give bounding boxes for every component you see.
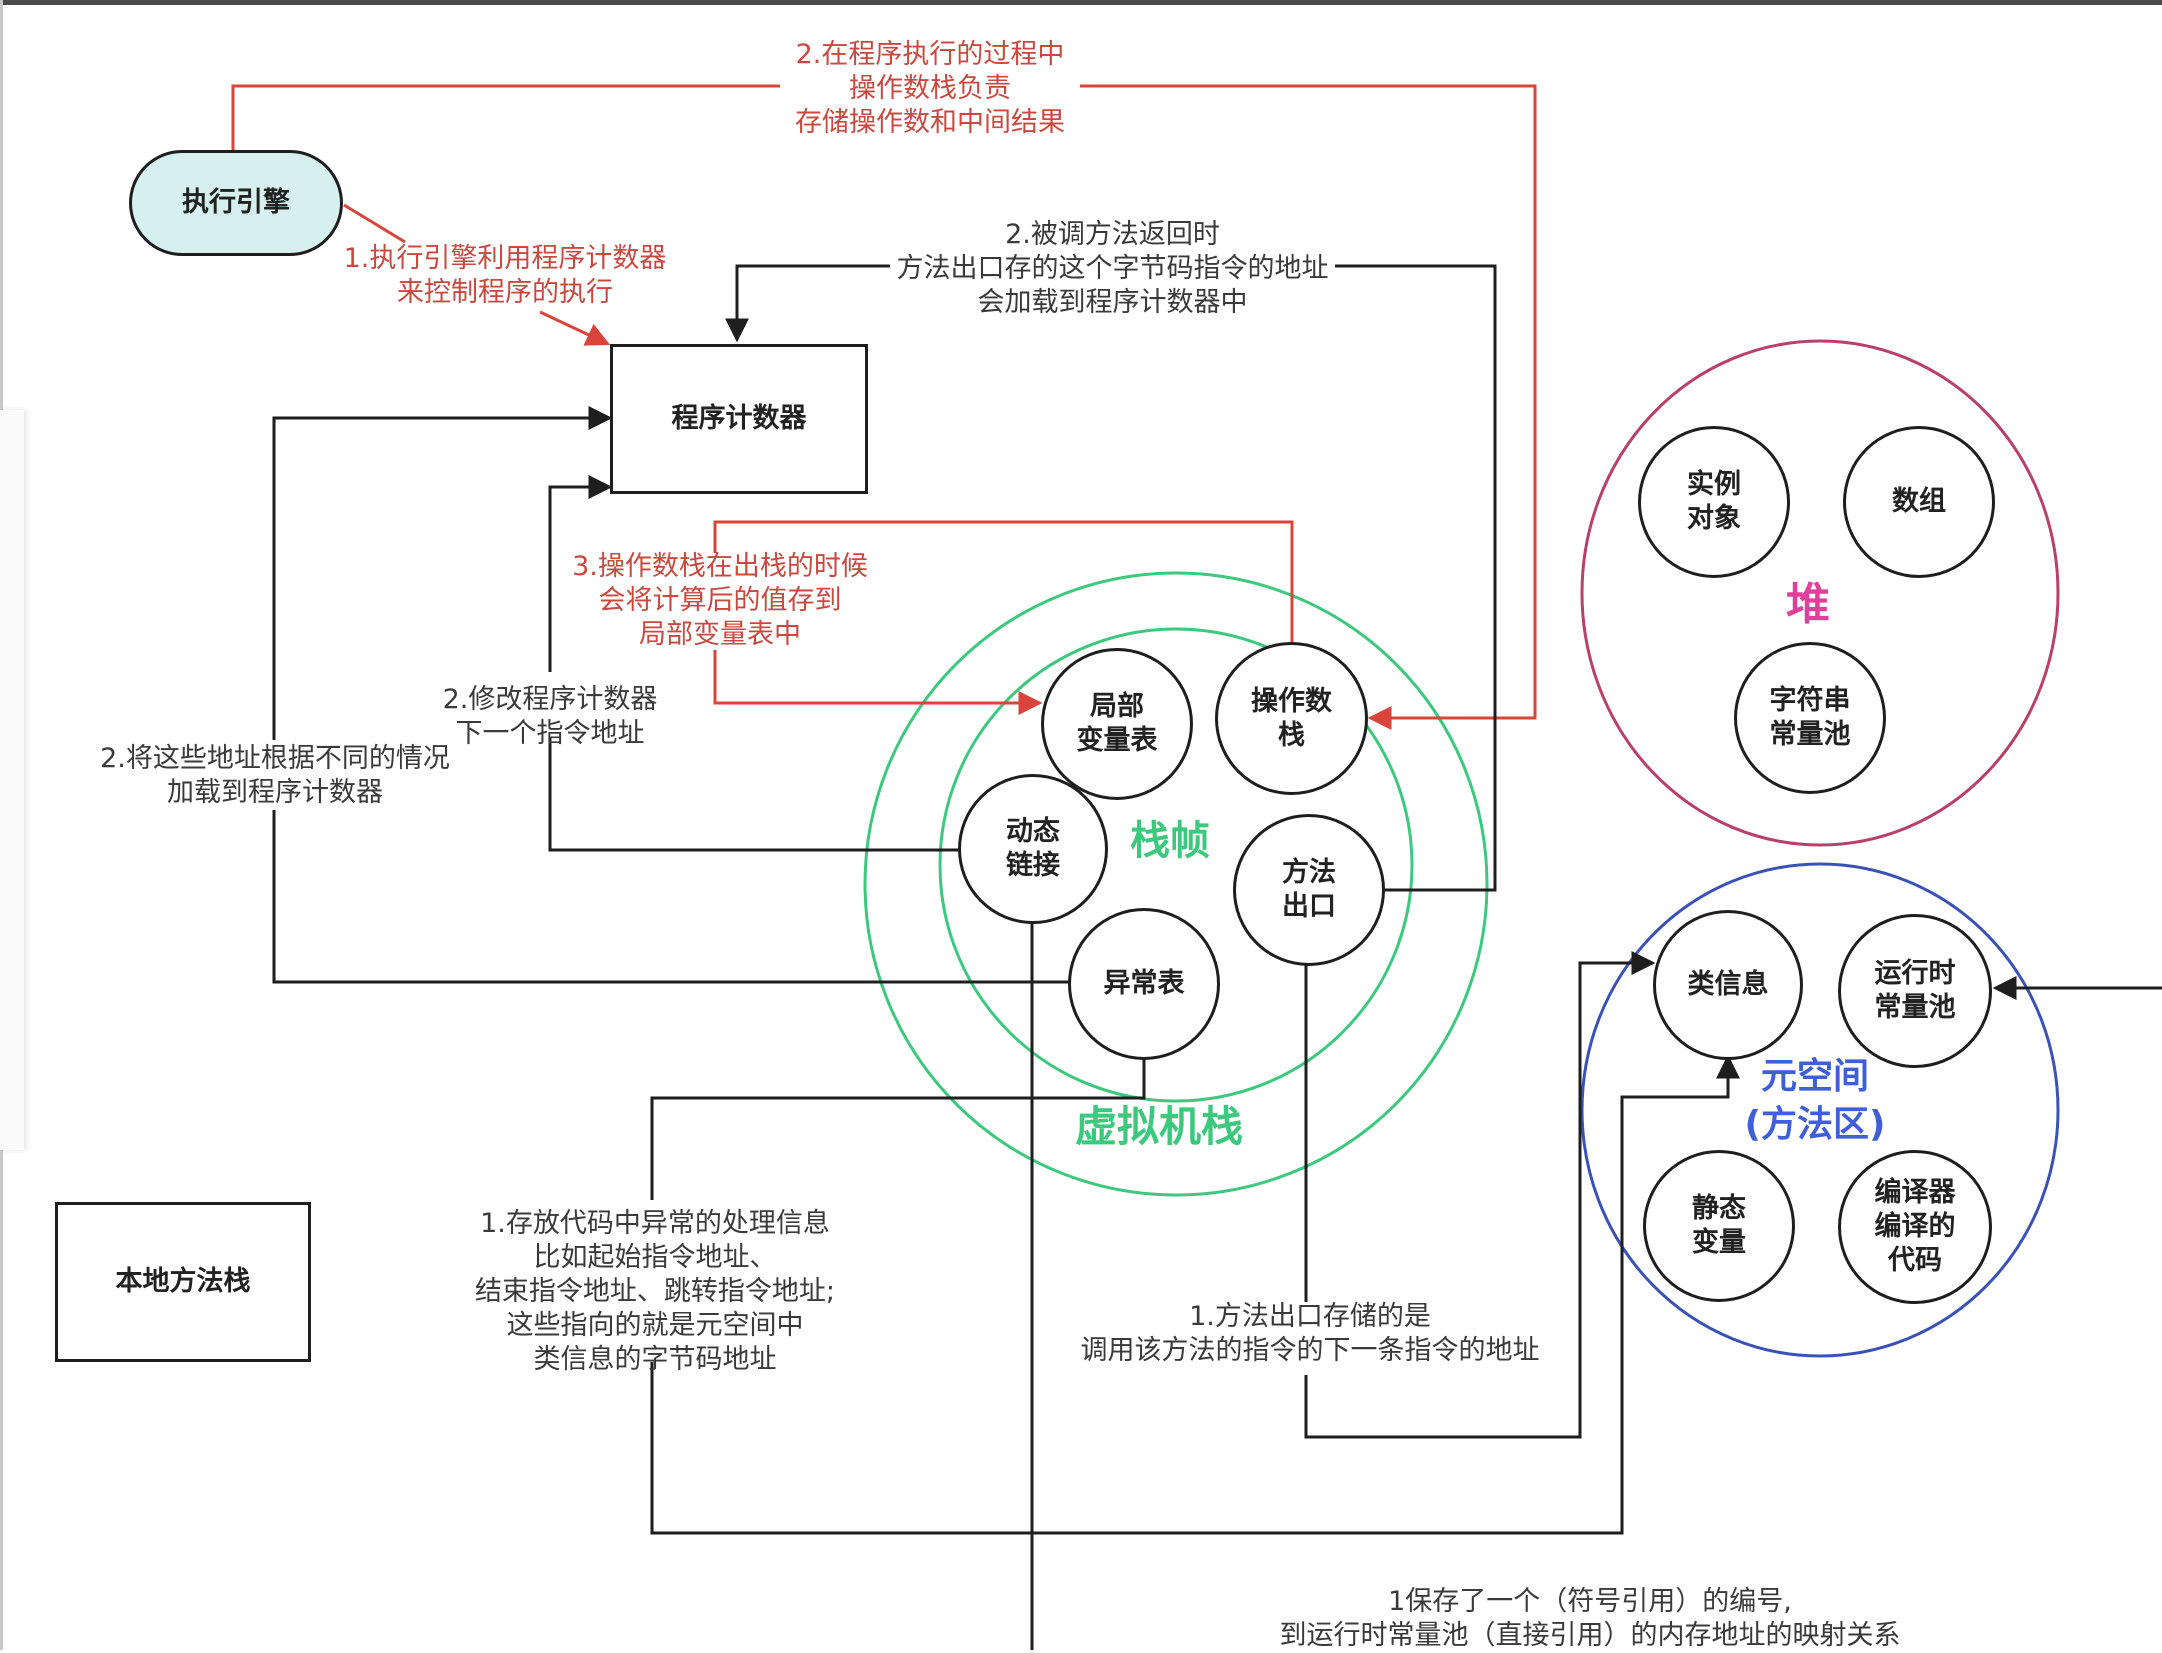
symbol-reference-label: 1保存了一个（符号引用）的编号, 到运行时常量池（直接引用）的内存地址的映射关系 [1279, 1586, 1901, 1651]
vm-stack-title: 虚拟机栈 [1075, 1102, 1244, 1151]
store-to-locals-label: 3.操作数栈在出栈的时候 会将计算后的值存到 局部变量表中 [572, 551, 868, 650]
operand-stack-node[interactable]: 操作数 栈 [1215, 642, 1368, 795]
dynamic-link-to-pc-arrow [548, 487, 958, 852]
heap-title: 堆 [1786, 579, 1830, 630]
jit-code-node[interactable]: 编译器 编译的 代码 [1838, 1150, 1992, 1304]
exception-table-to-class-info-arrow [650, 1055, 1728, 1535]
operand-stack-role-label: 2.在程序执行的过程中 操作数栈负责 存储操作数和中间结果 [795, 39, 1065, 138]
method-exit-to-class-info-arrow [1304, 958, 1653, 1439]
operand-stack-role-arrow [231, 84, 1537, 718]
method-exit-to-pc-arrow [737, 264, 1497, 892]
metaspace-ring [1580, 862, 2060, 1358]
local-variables-node[interactable]: 局部 变量表 [1041, 648, 1193, 800]
operand-to-locals-arrow [713, 520, 1294, 703]
class-info-node[interactable]: 类信息 [1653, 910, 1803, 1060]
load-addresses-label: 2.将这些地址根据不同的情况 加载到程序计数器 [100, 743, 450, 808]
vm-stack-ring [863, 571, 1489, 1197]
window-top-border [0, 0, 2162, 5]
dynamic-linking-node[interactable]: 动态 链接 [958, 774, 1108, 924]
program-counter-node[interactable]: 程序计数器 [610, 344, 868, 494]
heap-ring [1580, 339, 2060, 847]
exception-info-label: 1.存放代码中异常的处理信息 比如起始指令地址、 结束指令地址、跳转指令地址; … [474, 1208, 836, 1375]
instance-objects-node[interactable]: 实例 对象 [1638, 426, 1790, 578]
return-address-label: 2.被调方法返回时 方法出口存的这个字节码指令的地址 会加载到程序计数器中 [896, 219, 1329, 318]
runtime-constant-pool-node[interactable]: 运行时 常量池 [1838, 914, 1992, 1068]
array-node[interactable]: 数组 [1843, 426, 1995, 578]
method-exit-node[interactable]: 方法 出口 [1233, 814, 1385, 966]
stack-frame-title: 栈帧 [1130, 818, 1210, 864]
static-variables-node[interactable]: 静态 变量 [1643, 1150, 1795, 1302]
engine-uses-pc-label: 1.执行引擎利用程序计数器 来控制程序的执行 [343, 243, 667, 308]
method-exit-info-label: 1.方法出口存储的是 调用该方法的指令的下一条指令的地址 [1080, 1301, 1540, 1366]
engine-to-pc-arrow [343, 203, 608, 344]
metaspace-title: 元空间 (方法区) [1744, 1056, 1886, 1145]
native-method-stack-node[interactable]: 本地方法栈 [55, 1202, 311, 1362]
string-pool-node[interactable]: 字符串 常量池 [1734, 642, 1886, 794]
exception-table-node[interactable]: 异常表 [1068, 908, 1220, 1060]
exception-table-to-pc-arrow [272, 418, 1070, 984]
modify-pc-label: 2.修改程序计数器 下一个指令地址 [442, 684, 658, 749]
side-panel-edge [0, 410, 24, 1150]
stack-frame-ring [938, 627, 1414, 1103]
execution-engine-node[interactable]: 执行引擎 [129, 150, 343, 256]
